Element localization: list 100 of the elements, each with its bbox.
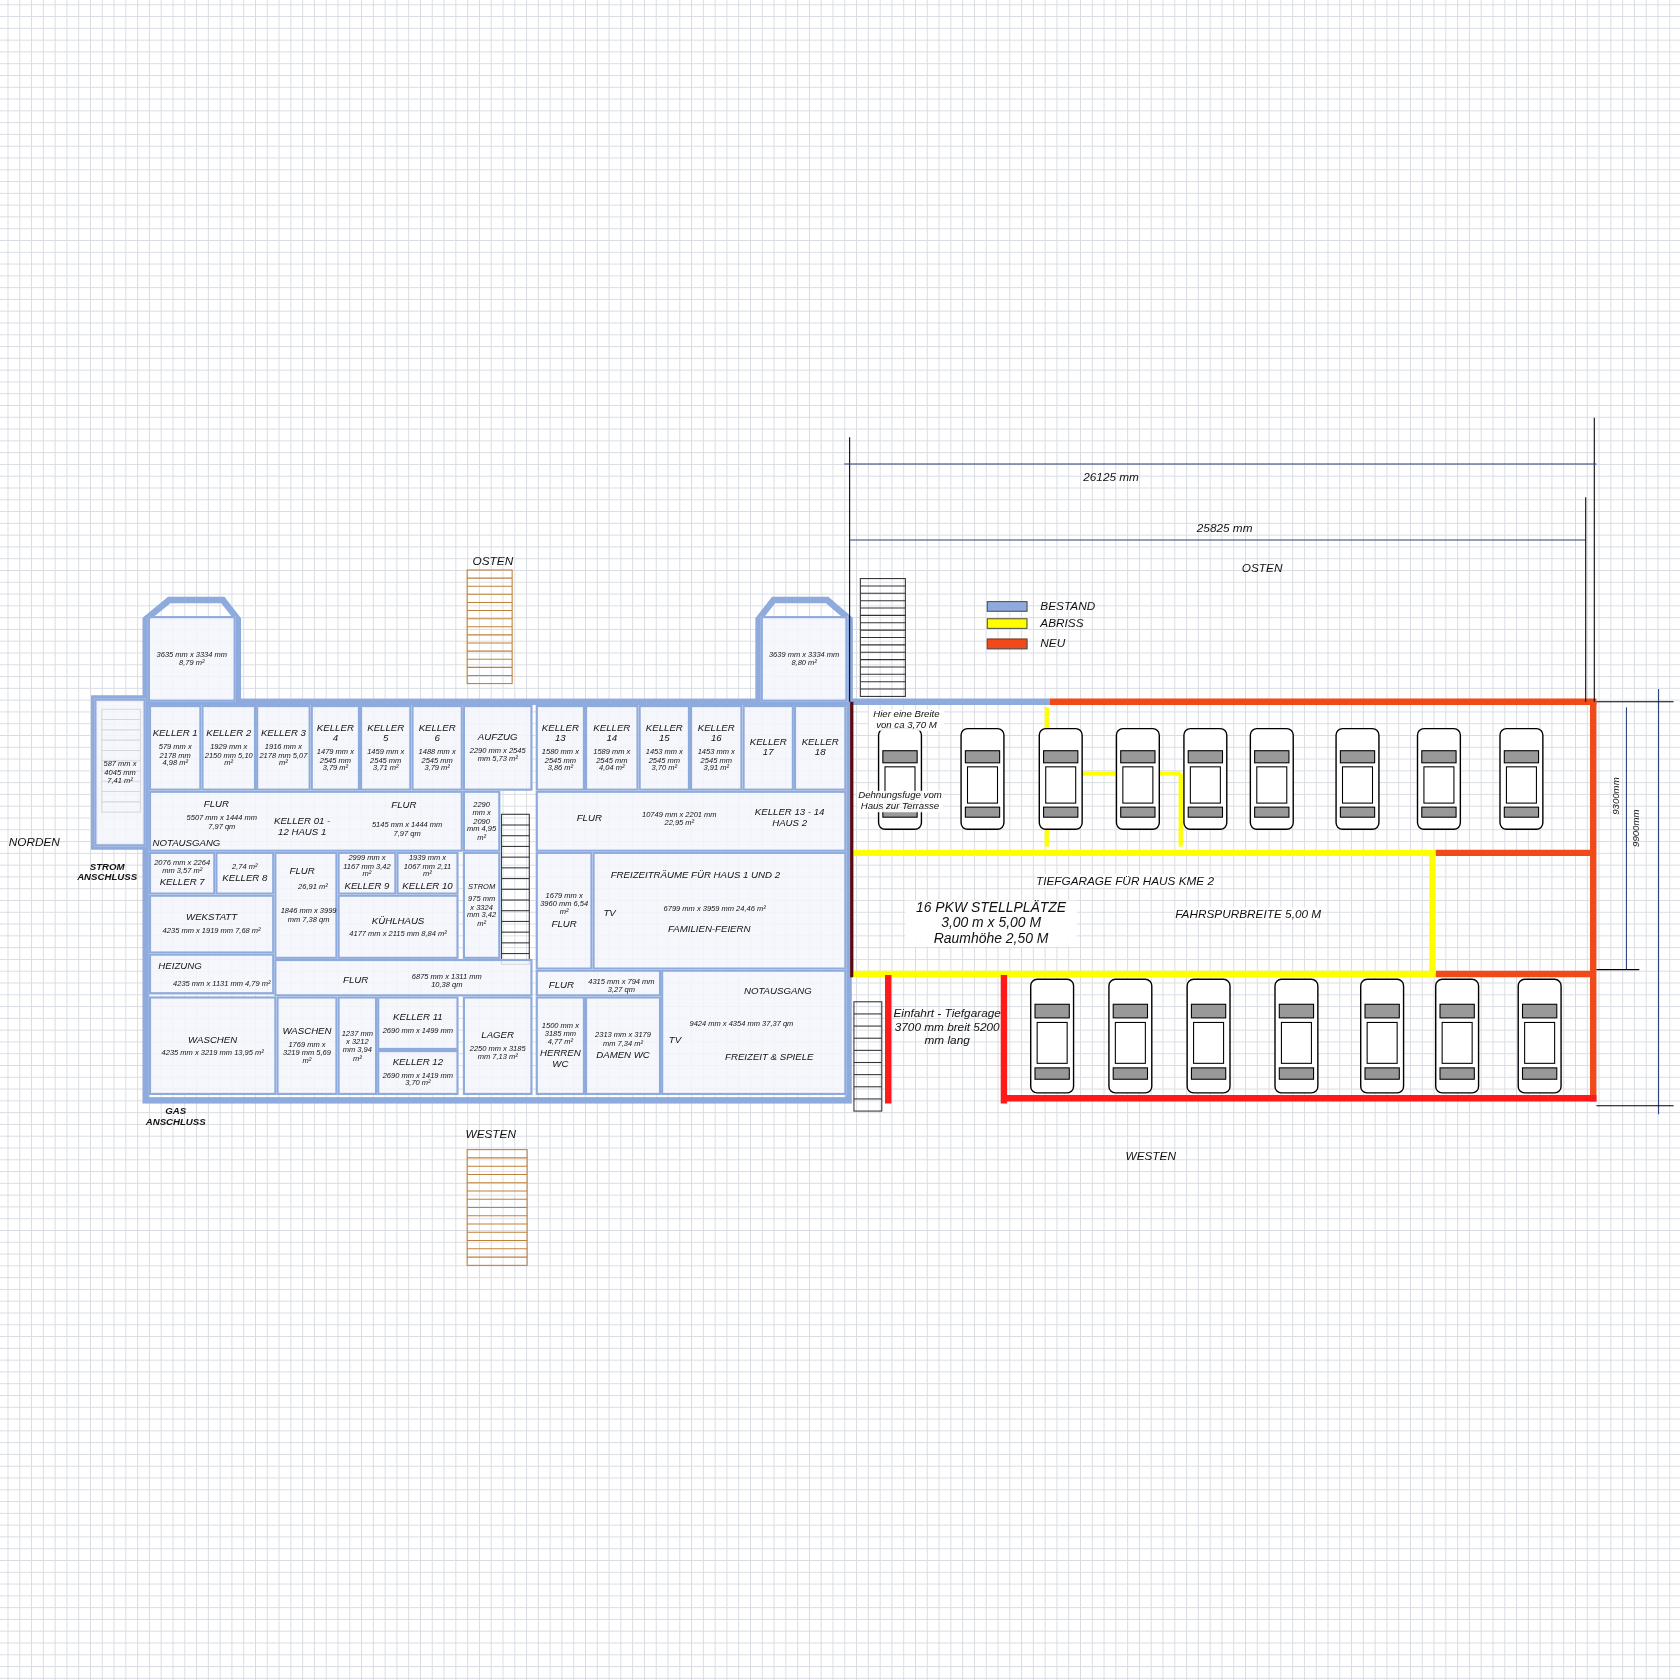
room — [201, 705, 257, 791]
room-name: KELLER 17 — [748, 737, 788, 759]
room — [742, 705, 794, 791]
dimension-label: 9300mm — [1610, 777, 1622, 815]
room — [274, 958, 533, 997]
room — [360, 705, 412, 791]
room — [592, 851, 847, 970]
room-name: KELLER 13 — [540, 723, 580, 745]
room — [148, 953, 275, 995]
room-name: TV — [603, 908, 616, 920]
room — [337, 894, 459, 959]
room-name: AUFZUG — [477, 732, 518, 744]
room-name: KELLER 15 — [644, 723, 684, 745]
room — [256, 705, 311, 791]
room — [148, 996, 277, 1095]
room — [148, 851, 216, 895]
room — [462, 851, 501, 959]
room — [535, 790, 847, 852]
room-name: FLUR — [391, 800, 417, 811]
room-name: KELLER 8 — [222, 873, 268, 885]
room — [337, 851, 397, 895]
note-text: Hier eine Breite von ca 3,70 M — [868, 709, 944, 731]
room — [535, 851, 593, 970]
room-name: KELLER 10 — [402, 881, 453, 893]
room-name: KÜHLHAUS — [371, 915, 425, 927]
room — [147, 616, 236, 702]
room-name: LAGER — [481, 1030, 514, 1042]
room — [148, 790, 463, 852]
legend-label: ABRISS — [1040, 616, 1084, 629]
room-name: WEKSTATT — [186, 913, 238, 924]
compass-label: OSTEN — [1241, 561, 1283, 575]
note-text: FAHRSPURBREITE 5,00 M — [1175, 907, 1322, 921]
room-name: HERREN WC — [539, 1049, 582, 1071]
note-text: 16 PKW STELLPLÄTZE 3,00 m x 5,00 M Raumhöhe 2,50 M — [905, 900, 1077, 947]
compass-label: NORDEN — [8, 835, 60, 849]
room-name: KELLER 12 — [392, 1057, 444, 1068]
room-name: FLUR — [548, 980, 575, 991]
room-name: WASCHEN — [188, 1034, 238, 1046]
compass-label: OSTEN — [472, 554, 514, 569]
room-name: KELLER 3 — [260, 728, 306, 740]
room-name: KELLER 14 — [592, 723, 632, 745]
compass-label: WESTEN — [1125, 1149, 1176, 1163]
note-text: Einfahrt - Tiefgarage 3700 mm breit 5200 mm lang — [892, 1006, 1002, 1047]
room — [462, 705, 533, 791]
room — [377, 1050, 459, 1095]
room-name: KELLER 2 — [206, 728, 252, 740]
room — [274, 851, 338, 959]
legend-label: NEU — [1040, 636, 1066, 650]
room — [215, 851, 275, 895]
connection-label: STROM ANSCHLUSS — [76, 861, 139, 884]
room — [535, 996, 585, 1095]
room-name: KELLER 11 — [393, 1012, 443, 1023]
room — [760, 616, 848, 702]
room — [585, 705, 639, 791]
room — [148, 894, 275, 954]
room — [94, 698, 146, 847]
room-name: KELLER 6 — [417, 723, 457, 745]
room — [377, 996, 459, 1050]
room-name: KELLER 18 — [800, 737, 840, 759]
room — [310, 705, 360, 791]
room — [585, 996, 662, 1095]
room — [535, 969, 662, 997]
room-name: KELLER 16 — [696, 723, 736, 745]
room-name: FLUR — [343, 975, 369, 986]
dimension-label: 25825 mm — [1196, 521, 1253, 535]
compass-label: WESTEN — [465, 1126, 516, 1141]
room-name: DAMEN WC — [596, 1050, 650, 1061]
room-name: FLUR — [576, 813, 602, 824]
room — [690, 705, 743, 791]
dimension-label: 26125 mm — [1083, 470, 1139, 484]
room — [462, 996, 533, 1095]
room-name: FREIZEIT & SPIELE — [725, 1052, 814, 1063]
note-text: TIEFGARAGE FÜR HAUS KME 2 — [1035, 874, 1215, 888]
room-name: TV — [668, 1035, 682, 1046]
room — [661, 969, 847, 1095]
room-name: KELLER 9 — [344, 881, 390, 893]
room-name: KELLER 5 — [366, 723, 406, 745]
room-name: KELLER 7 — [159, 877, 205, 889]
room-name: FLUR — [289, 866, 315, 878]
room — [276, 996, 338, 1095]
room — [337, 996, 378, 1095]
room-name: HEIZUNG — [158, 961, 202, 972]
room-name: FLUR — [203, 799, 230, 810]
room — [411, 705, 463, 791]
legend-label: BESTAND — [1040, 598, 1096, 612]
room-name: NOTAUSGANG — [743, 986, 812, 998]
room-name: WASCHEN — [282, 1026, 332, 1038]
room — [148, 705, 202, 791]
room — [535, 705, 585, 791]
connection-label: GAS ANSCHLUSS — [144, 1105, 207, 1128]
room-name: KELLER 13 - 14 HAUS 2 — [753, 807, 826, 830]
room-name: FLUR — [551, 919, 577, 930]
room — [793, 705, 847, 791]
room-name: FREIZEITRÄUME FÜR HAUS 1 UND 2 — [610, 870, 780, 881]
room — [396, 851, 459, 895]
room-name: KELLER 4 — [315, 723, 355, 745]
room-name: KELLER 01 - 12 HAUS 1 — [273, 816, 332, 838]
room-name: KELLER 1 — [152, 728, 198, 740]
room — [638, 705, 690, 791]
room-name: FAMILIEN-FEIERN — [668, 924, 751, 936]
